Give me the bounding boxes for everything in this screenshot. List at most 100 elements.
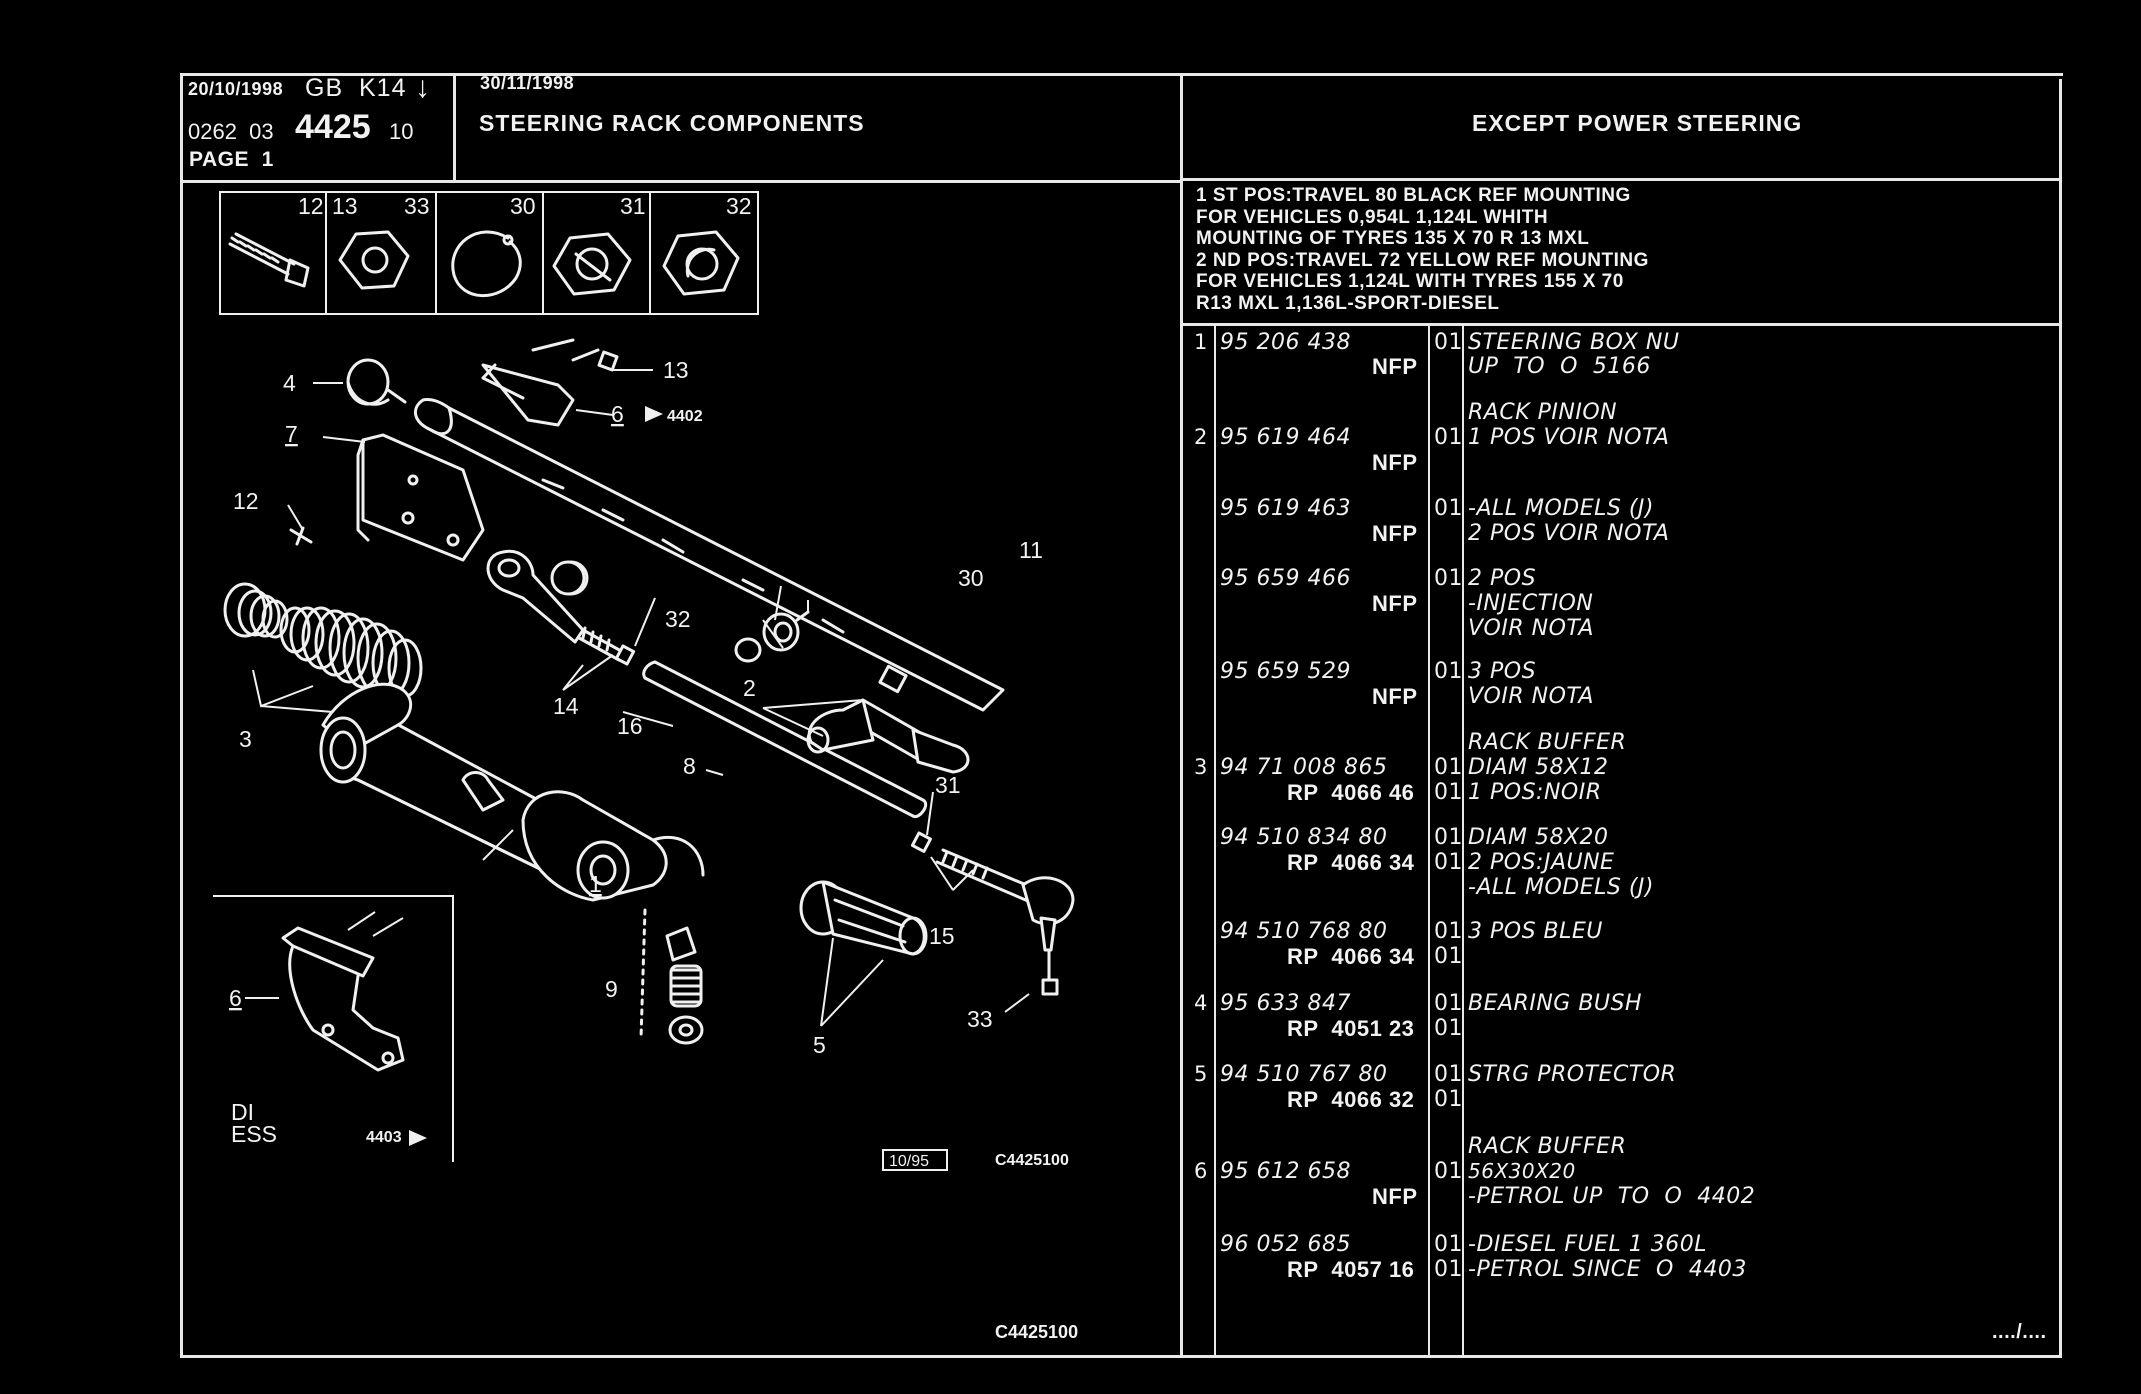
part-ref: 94 510 768 80 [1220, 919, 1388, 944]
part-qty: 01 [1434, 1232, 1463, 1257]
header-bottom-right [1182, 178, 2061, 181]
part-desc: STEERING BOX NU [1468, 330, 1680, 355]
part-ref-alt: RP 4066 34 [1287, 850, 1415, 875]
callout-number: 1 [589, 871, 602, 897]
part-desc: 1 POS VOIR NOTA [1468, 425, 1670, 450]
part-ref-alt: NFP [1372, 1184, 1418, 1209]
part-ref: 95 612 658 [1220, 1159, 1351, 1184]
part-desc: -PETROL SINCE O 4403 [1468, 1257, 1747, 1282]
part-desc: BEARING BUSH [1468, 991, 1643, 1016]
header-date-2: 30/11/1998 [480, 73, 575, 93]
header-ref-right: 10 [389, 119, 414, 144]
part-desc: -PETROL UP TO O 4402 [1468, 1184, 1756, 1209]
rack-tube-part [414, 398, 1005, 712]
callout-number: 14 [553, 693, 579, 719]
item-number: 2 [1194, 425, 1208, 449]
callout-number: 7 [285, 421, 298, 447]
frame-bottom [180, 1355, 2062, 1358]
header-code-1: GB K14 [305, 74, 407, 102]
part-qty: 01 [1434, 825, 1463, 850]
callout-number: 12 [233, 488, 259, 514]
part-ref: 95 619 464 [1220, 425, 1351, 450]
description-block: 1 ST POS:TRAVEL 80 BLACK REF MOUNTING FO… [1196, 185, 1649, 314]
callout-number: 3 [239, 726, 252, 752]
item-number: 1 [1194, 330, 1208, 354]
part-ref: 94 71 008 865 [1220, 755, 1388, 780]
steering-housing-part [319, 682, 705, 902]
legend-number: 32 [726, 193, 752, 219]
hex-nut-icon [338, 230, 410, 290]
part-qty: 01 [1434, 1159, 1463, 1184]
header-page: PAGE 1 [189, 148, 274, 171]
outer-tie-rod-part [910, 831, 1075, 996]
part-desc: 2 POS:JAUNE [1468, 850, 1615, 875]
part-desc: -INJECTION [1468, 591, 1594, 616]
callout-number: 9 [605, 976, 618, 1002]
header-divider-left [453, 75, 456, 181]
description-line: 1 ST POS:TRAVEL 80 BLACK REF MOUNTING [1196, 185, 1631, 206]
part-qty: 01 [1434, 991, 1463, 1016]
header-ref-big: 4425 [295, 108, 371, 146]
frame-right [2059, 79, 2062, 1357]
legend-number: 12 [298, 193, 324, 219]
part-desc: RACK PINION [1468, 400, 1618, 425]
part-desc: 3 POS BLEU [1468, 919, 1603, 944]
part-desc: UP TO O 5166 [1468, 354, 1651, 379]
exploded-diagram: 4 7 6 13 12 3 14 32 2 16 30 11 8 1 31 15… [213, 338, 1078, 1342]
part-ref-alt: NFP [1372, 591, 1418, 616]
part-ref-alt: RP 4057 16 [1287, 1257, 1415, 1282]
part-desc: RACK BUFFER [1468, 1134, 1627, 1159]
legend-number: 33 [404, 193, 430, 219]
part-ref: 96 052 685 [1220, 1232, 1351, 1257]
callout-number: 16 [617, 713, 643, 739]
inner-rod-part [642, 660, 928, 819]
condition-title: EXCEPT POWER STEERING [1472, 110, 1803, 136]
description-line: MOUNTING OF TYRES 135 X 70 R 13 MXL [1196, 228, 1590, 249]
legend-number: 30 [510, 193, 536, 219]
inset-label: DI [231, 1099, 254, 1125]
inset-callout: 6 [229, 985, 242, 1011]
part-desc: 3 POS [1468, 659, 1537, 684]
part-desc: STRG PROTECTOR [1468, 1062, 1677, 1087]
image-code-bottom: C4425100 [995, 1322, 1078, 1342]
legend-number: 31 [620, 193, 646, 219]
inset-label: ESS [231, 1121, 277, 1147]
part-ref-alt: NFP [1372, 521, 1418, 546]
part-ref: 95 619 463 [1220, 496, 1351, 521]
rack-buffer-part [550, 560, 586, 596]
callout-number: 13 [663, 357, 689, 383]
part-desc: 56X30X20 [1468, 1159, 1576, 1183]
callout-number: 33 [967, 1006, 993, 1032]
bearing-bush-part [346, 358, 407, 406]
callout-number: 4 [283, 370, 296, 396]
part-qty: 01 [1434, 755, 1463, 780]
part-qty: 01 [1434, 850, 1463, 875]
diesel-inset: 6 DI ESS 4403 [213, 895, 454, 1162]
header-ref-left: 0262 03 [188, 119, 274, 144]
callout-number: 30 [958, 565, 984, 591]
reference-arrow-icon [645, 406, 663, 422]
item-number: 6 [1194, 1159, 1208, 1183]
part-qty: 01 [1434, 425, 1463, 450]
mounting-bracket-part [356, 433, 485, 562]
callout-number: 6 [611, 401, 624, 427]
part-desc: DIAM 58X12 [1468, 755, 1609, 780]
part-qty: 01 [1434, 919, 1463, 944]
castle-nut-icon [662, 230, 740, 296]
description-line: 2 ND POS:TRAVEL 72 YELLOW REF MOUNTING [1196, 249, 1649, 271]
description-line: FOR VEHICLES 0,954L 1,124L WHITH [1196, 206, 1549, 228]
part-ref: 95 633 847 [1220, 991, 1351, 1016]
part-qty: 01 [1434, 566, 1463, 591]
callout-number: 31 [935, 772, 961, 798]
callout-number: 8 [683, 753, 696, 779]
part-desc: DIAM 58X20 [1468, 825, 1609, 850]
reference-number: 4402 [667, 408, 703, 425]
callout-number: 5 [813, 1032, 826, 1058]
part-qty: 01 [1434, 1257, 1463, 1282]
part-desc: VOIR NOTA [1468, 684, 1594, 709]
part-ref-alt: RP 4066 32 [1287, 1087, 1415, 1112]
nut-part [762, 610, 810, 652]
callout-number: 15 [929, 923, 955, 949]
part-qty: 01 [1434, 780, 1463, 805]
rack-end-part [806, 664, 970, 774]
